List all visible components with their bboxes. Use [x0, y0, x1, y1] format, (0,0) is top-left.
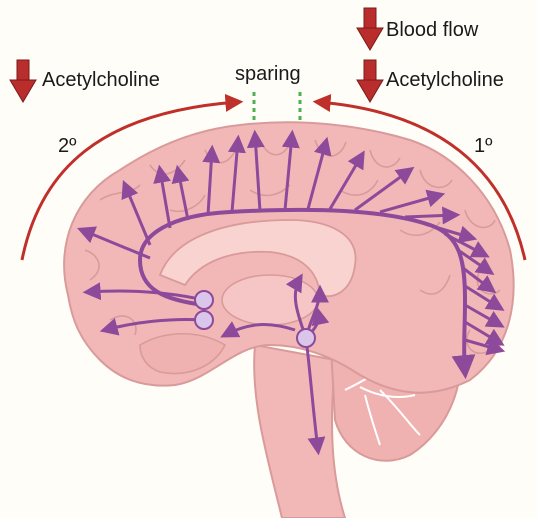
sparing-label: sparing — [235, 63, 301, 85]
thalamus — [222, 275, 318, 325]
right-acetylcholine-label: Acetylcholine — [386, 69, 504, 91]
nucleus-node-icon — [195, 311, 213, 329]
primary-label: 1º — [474, 135, 493, 157]
left-acetylcholine-label: Acetylcholine — [42, 69, 160, 91]
nucleus-node-icon — [195, 291, 213, 309]
blood-flow-label: Blood flow — [386, 19, 479, 41]
secondary-label: 2º — [58, 135, 77, 157]
nucleus-node-icon — [297, 329, 315, 347]
